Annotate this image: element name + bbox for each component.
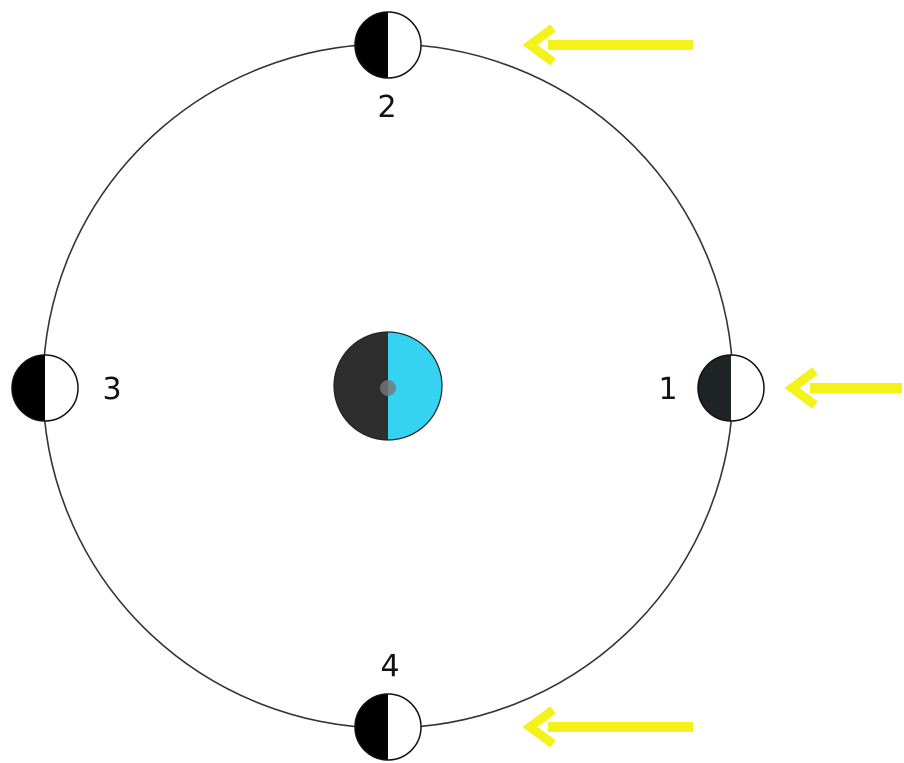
position-label-3: 3 — [102, 372, 121, 407]
left-arrow-icon — [792, 371, 902, 405]
position-label-2: 2 — [377, 90, 396, 125]
left-arrow-icon — [530, 710, 693, 744]
earth-observer-icon — [380, 380, 396, 396]
moon-icon — [355, 12, 421, 78]
moon-icon — [355, 694, 421, 760]
position-label-1: 1 — [658, 372, 677, 407]
position-label-4: 4 — [380, 649, 399, 684]
left-arrow-icon — [530, 28, 693, 62]
earth-icon — [334, 332, 442, 440]
moon-icon — [698, 355, 764, 421]
moon-icon — [12, 355, 78, 421]
